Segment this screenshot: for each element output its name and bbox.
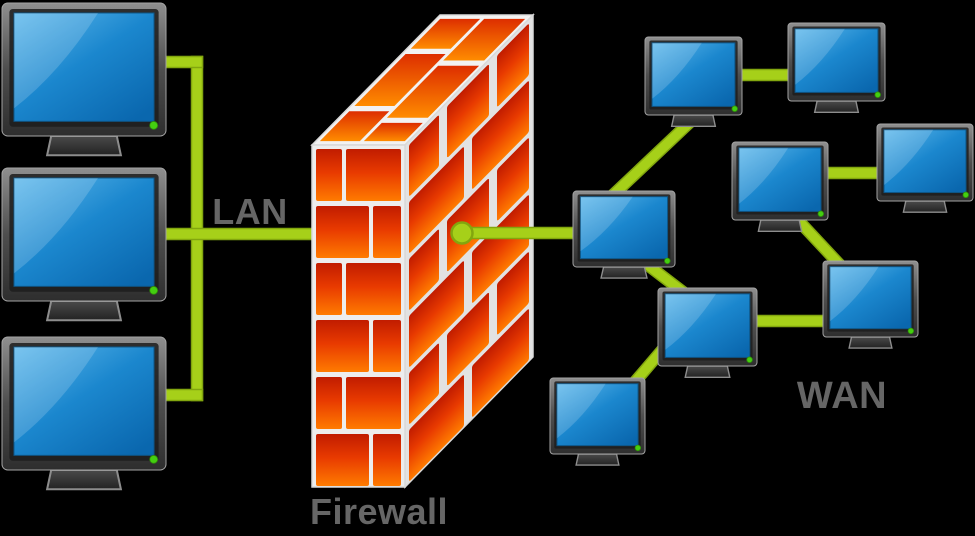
firewall-port-link-layer: [450, 221, 589, 245]
computer-lan-pc-2: [1, 167, 167, 322]
firewall-wall: [310, 13, 535, 489]
computer-wan-pc-top-right: [787, 22, 886, 114]
computer-wan-pc-mid-bottom: [657, 287, 758, 379]
firewall-top-bricks: [319, 18, 526, 142]
computer-wan-pc-right: [876, 123, 974, 213]
computer-lan-pc-1: [1, 2, 167, 157]
firewall-front-bricks: [316, 149, 401, 486]
computer-nodes-layer: [1, 2, 974, 491]
firewall-front-face: [311, 144, 406, 488]
network-link-wan-center-to-bot-right: [788, 210, 848, 273]
lan-label: LAN: [212, 191, 288, 232]
computer-wan-pc-center: [731, 141, 829, 233]
labels-layer: LAN Firewall WAN: [212, 191, 887, 532]
wan-label: WAN: [797, 375, 887, 417]
firewall-port-dot: [450, 221, 474, 245]
computer-lan-pc-3: [1, 336, 167, 491]
firewall-side-bricks: [409, 24, 529, 481]
network-link-wan-top-to-hub: [605, 115, 697, 203]
firewall-label: Firewall: [310, 491, 448, 532]
computer-wan-pc-hub: [572, 190, 676, 279]
computer-wan-pc-top: [644, 36, 743, 128]
computer-wan-pc-bottom-left: [549, 377, 646, 466]
computer-wan-pc-bottom-right: [822, 260, 919, 349]
